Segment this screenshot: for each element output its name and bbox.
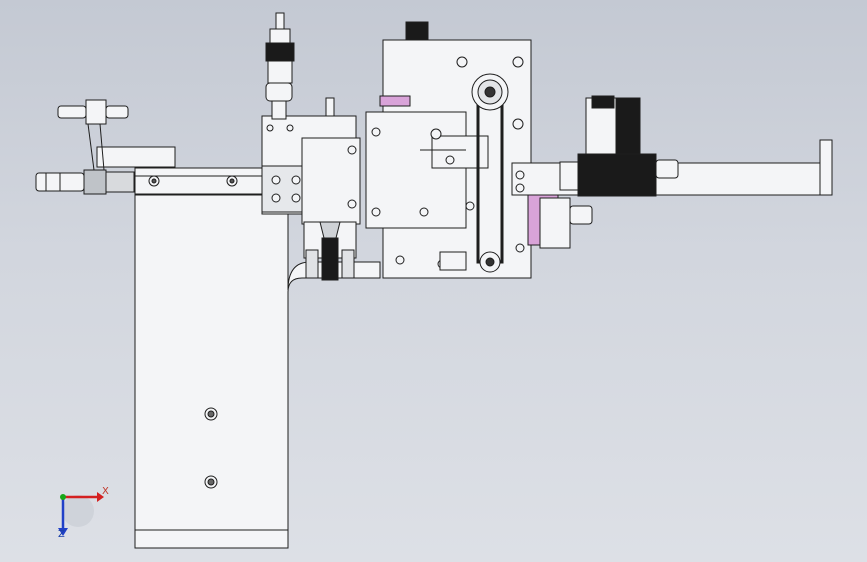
axis-triad bbox=[58, 492, 104, 536]
axis-z-label: Z bbox=[58, 529, 65, 540]
right-cylinder bbox=[511, 139, 833, 249]
solenoid-valve bbox=[577, 95, 679, 197]
linear-rail bbox=[96, 146, 266, 195]
top-air-fitting bbox=[265, 12, 335, 120]
axis-x-label: X bbox=[102, 486, 109, 497]
belt-pulley bbox=[471, 73, 509, 273]
right-plate bbox=[365, 21, 532, 279]
slide-block bbox=[261, 115, 361, 281]
base-plate bbox=[134, 194, 381, 549]
left-fittings bbox=[35, 99, 135, 195]
